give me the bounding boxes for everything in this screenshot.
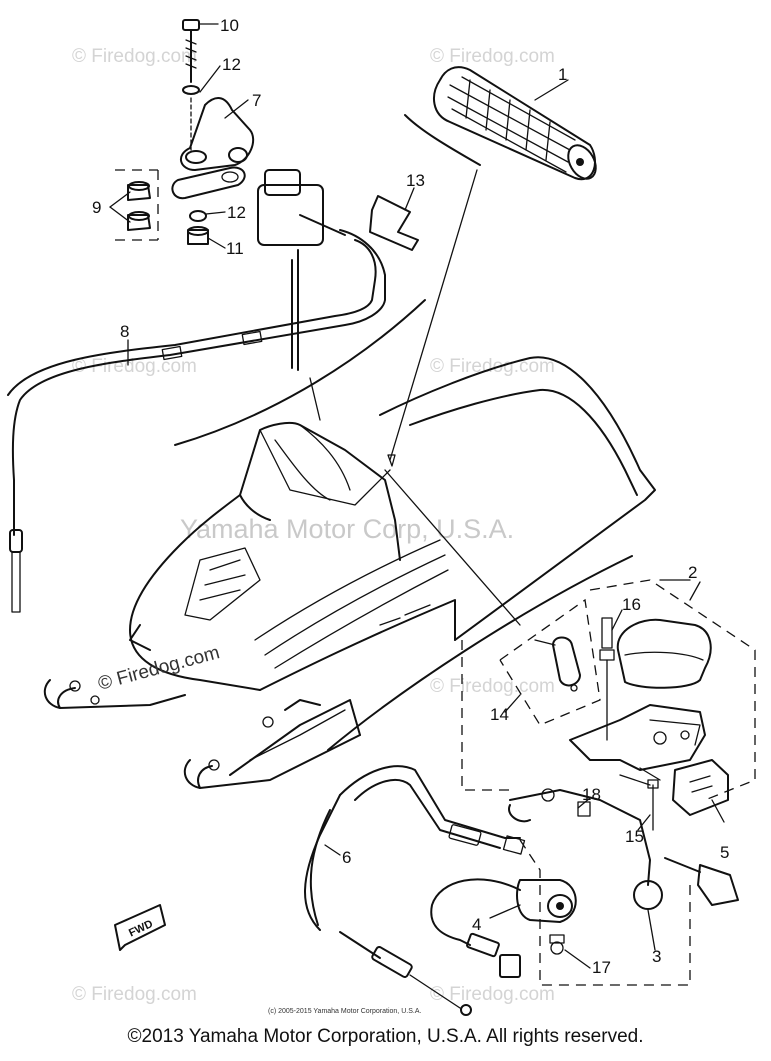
watermark-mid-left: © Firedog.com bbox=[72, 356, 197, 377]
callout-15: 15 bbox=[625, 827, 644, 846]
callout-17: 17 bbox=[592, 958, 611, 977]
part-throttle-housing bbox=[7, 169, 386, 613]
copyright-notice: ©2013 Yamaha Motor Corporation, U.S.A. A… bbox=[127, 1026, 644, 1047]
small-copyright: (c) 2005-2015 Yamaha Motor Corporation, … bbox=[268, 1008, 421, 1015]
callout-2: 2 bbox=[688, 563, 697, 582]
callout-1: 1 bbox=[558, 65, 567, 84]
part-brake-switch bbox=[304, 765, 577, 1016]
callout-14: 14 bbox=[490, 705, 509, 724]
callout-7: 7 bbox=[252, 91, 261, 110]
callout-10: 10 bbox=[220, 16, 239, 35]
callout-5: 5 bbox=[720, 843, 729, 862]
callout-18: 18 bbox=[582, 785, 601, 804]
watermark-bottom-right: © Firedog.com bbox=[430, 984, 555, 1005]
callout-16: 16 bbox=[622, 595, 641, 614]
watermark-group: © Firedog.com © Firedog.com © Firedog.co… bbox=[72, 46, 555, 1005]
callout-11: 11 bbox=[226, 239, 244, 258]
watermark-yamaha: Yamaha Motor Corp, U.S.A. bbox=[180, 514, 514, 544]
section-lines bbox=[174, 114, 633, 751]
watermark-mid-right: © Firedog.com bbox=[430, 356, 555, 377]
callout-8: 8 bbox=[120, 322, 129, 341]
callout-9: 9 bbox=[92, 198, 101, 217]
part-grip bbox=[433, 66, 597, 181]
leader-lines bbox=[109, 23, 725, 969]
callout-13: 13 bbox=[406, 171, 425, 190]
callout-4: 4 bbox=[472, 915, 481, 934]
callout-3: 3 bbox=[652, 947, 661, 966]
watermark-lower-right: © Firedog.com bbox=[430, 676, 555, 697]
callout-12-lower: 12 bbox=[227, 203, 246, 222]
part-mount-bracket bbox=[115, 19, 255, 245]
watermark-ski: © Firedog.com bbox=[96, 642, 222, 695]
watermark-top-right: © Firedog.com bbox=[430, 46, 555, 67]
part-switch-assembly bbox=[461, 579, 756, 986]
fwd-arrow: FWD bbox=[114, 904, 166, 951]
callout-12-upper: 12 bbox=[222, 55, 241, 74]
watermark-bottom-left: © Firedog.com bbox=[72, 984, 197, 1005]
callout-labels: 1 2 3 4 5 6 7 8 9 10 11 12 12 13 14 15 1… bbox=[92, 16, 729, 977]
watermark-top-left: © Firedog.com bbox=[72, 46, 197, 67]
snowmobile bbox=[43, 356, 656, 789]
part-clip bbox=[369, 195, 419, 251]
callout-6: 6 bbox=[342, 848, 351, 867]
